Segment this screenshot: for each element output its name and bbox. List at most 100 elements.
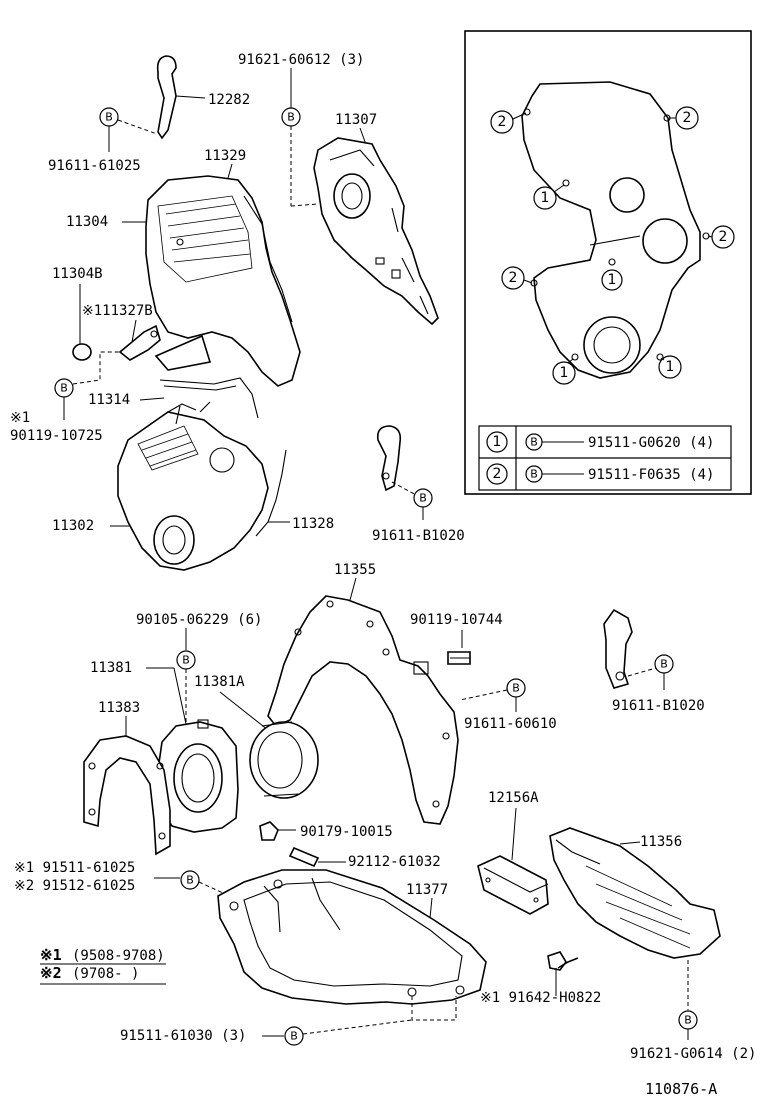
svg-text:11328: 11328 [292,516,334,532]
inset-mark-1-a: 1 [533,184,565,210]
svg-text:2: 2 [683,110,692,126]
inset-hole-upper [609,177,645,213]
svg-text:(9708- ): (9708- ) [72,966,139,982]
part-11328-gasket: 11328 [255,449,334,537]
inset-mark-1-c: 1 [552,358,576,385]
svg-text:※1: ※1 [40,946,62,964]
bolt-90119-10725: B ※1 90119-10725 [10,351,120,444]
svg-text:11381A: 11381A [194,674,245,690]
svg-text:91511-61030 (3): 91511-61030 (3) [120,1028,246,1044]
part-11302-lower-cover: 11302 [52,401,269,571]
svg-text:B: B [60,382,68,395]
part-11356-baffle-plate: 11356 [549,827,721,959]
svg-text:11307: 11307 [335,112,377,128]
svg-text:11355: 11355 [334,562,376,578]
bolt-91642-H0822: ※1 91642-H0822 [480,951,601,1006]
svg-text:B: B [660,658,668,671]
svg-text:2: 2 [498,114,507,130]
svg-text:B: B [530,468,538,481]
svg-text:90179-10015: 90179-10015 [300,824,393,840]
svg-text:91621-G0614 (2): 91621-G0614 (2) [630,1046,756,1062]
svg-text:11329: 11329 [204,148,246,164]
nut-90179-10015: 90179-10015 [259,821,393,841]
part-11307-cover: 11307 [313,112,439,326]
svg-text:12156A: 12156A [488,790,539,806]
svg-text:91511-F0635 (4): 91511-F0635 (4) [588,467,714,483]
svg-text:2: 2 [493,466,502,482]
svg-text:1: 1 [608,272,617,288]
inset-mark-1-b: 1 [601,269,623,291]
svg-text:1: 1 [541,190,550,206]
svg-text:11304B: 11304B [52,266,103,282]
svg-text:※1 91511-61025: ※1 91511-61025 [14,860,135,876]
label-11329: 11329 [204,148,246,179]
inset-crank-seal-outer [583,316,641,374]
svg-text:91511-G0620 (4): 91511-G0620 (4) [588,435,714,451]
svg-text:2: 2 [719,229,728,245]
svg-text:B: B [186,874,194,887]
bolt-90105-06229: 90105-06229 (6) B [136,612,262,724]
bolt-91621-G0614: B 91621-G0614 (2) [630,960,756,1062]
svg-text:90119-10725: 90119-10725 [10,428,103,444]
part-11381A-seal: 11381A [194,674,319,799]
svg-text:B: B [530,436,538,449]
svg-text:91611-61025: 91611-61025 [48,158,141,174]
part-11355-rear-plate: 11355 [267,562,459,825]
svg-text:91621-60612 (3): 91621-60612 (3) [238,52,364,68]
inset-bolt-table: 1 B 91511-G0620 (4) 2 B 91511-F0635 (4) [478,425,732,491]
part-bracket-91611-B1020-b: B 91611-B1020 [603,608,705,714]
svg-text:11377: 11377 [406,882,448,898]
svg-text:B: B [684,1014,692,1027]
svg-text:B: B [287,111,295,124]
part-11381-retainer: 11381 [90,660,239,833]
svg-text:1: 1 [560,365,569,381]
svg-text:B: B [182,654,190,667]
bolt-91511-61030: 91511-61030 (3) B [120,1019,413,1046]
svg-text:91611-B1020: 91611-B1020 [612,698,705,714]
svg-text:11383: 11383 [98,700,140,716]
inset-crank-seal-inner [593,326,631,364]
svg-text:92112-61032: 92112-61032 [348,854,441,870]
svg-text:1: 1 [493,434,502,450]
part-11327B-bracket: ※111327B [82,303,212,371]
svg-text:1: 1 [666,359,675,375]
bolt-91621-60612: 91621-60612 (3) B [238,52,364,207]
stud-92112-61032: 92112-61032 [288,846,441,870]
inset-table-row-2: 2 B 91511-F0635 (4) [486,463,714,485]
inset-mark-2-a: 2 [490,110,527,134]
svg-text:11314: 11314 [88,392,130,408]
svg-text:12282: 12282 [208,92,250,108]
svg-text:B: B [290,1030,298,1043]
part-12282-bracket: 12282 [156,55,250,140]
part-11304B-plug: 11304B [52,266,103,361]
inset-hole-mid [642,218,688,264]
svg-text:B: B [105,111,113,124]
svg-text:11356: 11356 [640,834,682,850]
svg-text:11304: 11304 [66,214,108,230]
inset-mark-2-c: 2 [707,225,735,249]
svg-text:91611-60610: 91611-60610 [464,716,557,732]
svg-text:90105-06229 (6): 90105-06229 (6) [136,612,262,628]
svg-text:B: B [419,492,427,505]
inset-cover-outline [521,81,701,379]
inset-mark-1-d: 1 [658,355,682,379]
svg-text:2: 2 [509,270,518,286]
svg-text:90119-10744: 90119-10744 [410,612,503,628]
svg-text:11381: 11381 [90,660,132,676]
legend-block: ※1 (9508-9708) ※2 (9708- ) [40,946,166,985]
bolt-91611-61025: B 91611-61025 [48,107,158,174]
svg-text:11302: 11302 [52,518,94,534]
inset-mark-2-d: 2 [501,266,533,290]
bolt-91611-60610: B 91611-60610 [459,678,557,732]
part-11304-upper-cover: 11304 [66,175,301,387]
svg-text:※2 91512-61025: ※2 91512-61025 [14,878,135,894]
part-bracket-91611-B1020-a: B 91611-B1020 [372,425,465,544]
inset-table-row-1: 1 B 91511-G0620 (4) [486,431,714,453]
svg-text:(9508-9708): (9508-9708) [72,948,165,964]
svg-text:91611-B1020: 91611-B1020 [372,528,465,544]
inset-bolt-location-panel: 2 2 1 2 2 1 1 [464,30,752,495]
svg-text:※2: ※2 [40,964,62,982]
part-11383-gasket: 11383 [83,700,171,856]
